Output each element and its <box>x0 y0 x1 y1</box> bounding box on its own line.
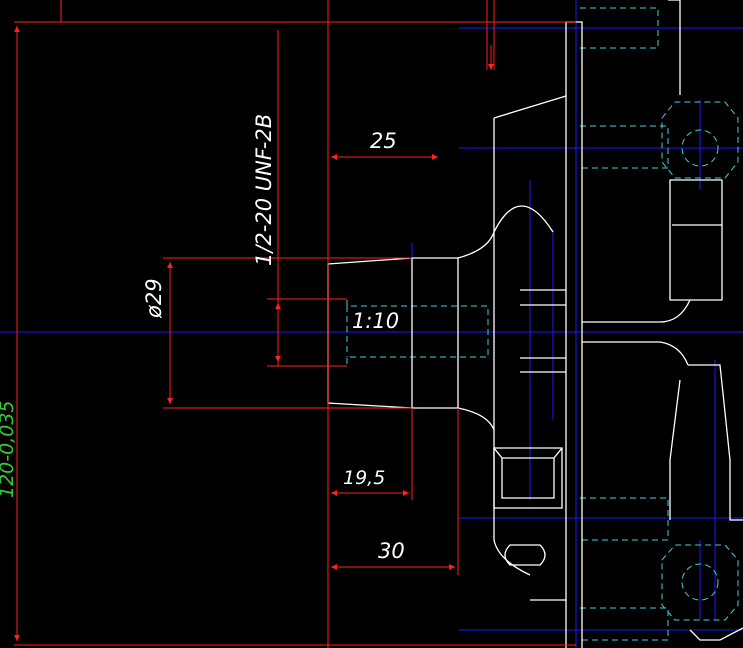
lever-arm-top <box>668 0 681 95</box>
bottom-slot <box>504 544 546 566</box>
taper-label: 1:10 <box>352 309 399 333</box>
dim-19-5-label: 19,5 <box>343 467 385 489</box>
keyway-pocket <box>493 447 563 509</box>
tapered-shaft-outline <box>327 257 459 409</box>
hidden-lines <box>328 7 739 641</box>
hex-nut-top-hidden <box>661 101 739 179</box>
dim-25-label: 25 <box>370 129 397 153</box>
height-tolerance-label: 120-0,035 <box>0 400 18 498</box>
diameter-label: ø29 <box>142 278 166 319</box>
lever-arm-bottom <box>688 364 743 521</box>
thread-callout: 1/2-20 UNF-2B <box>252 114 276 266</box>
part-outline <box>327 0 743 648</box>
annotations: 1/2-20 UNF-2B ø29 1:10 25 19,5 30 120-0,… <box>0 114 405 563</box>
threaded-hole-hidden <box>328 298 489 367</box>
hub-body-outline <box>493 95 567 601</box>
dimension-lines <box>14 0 576 648</box>
dim-30-label: 30 <box>378 539 405 563</box>
flange-plate <box>566 21 583 648</box>
